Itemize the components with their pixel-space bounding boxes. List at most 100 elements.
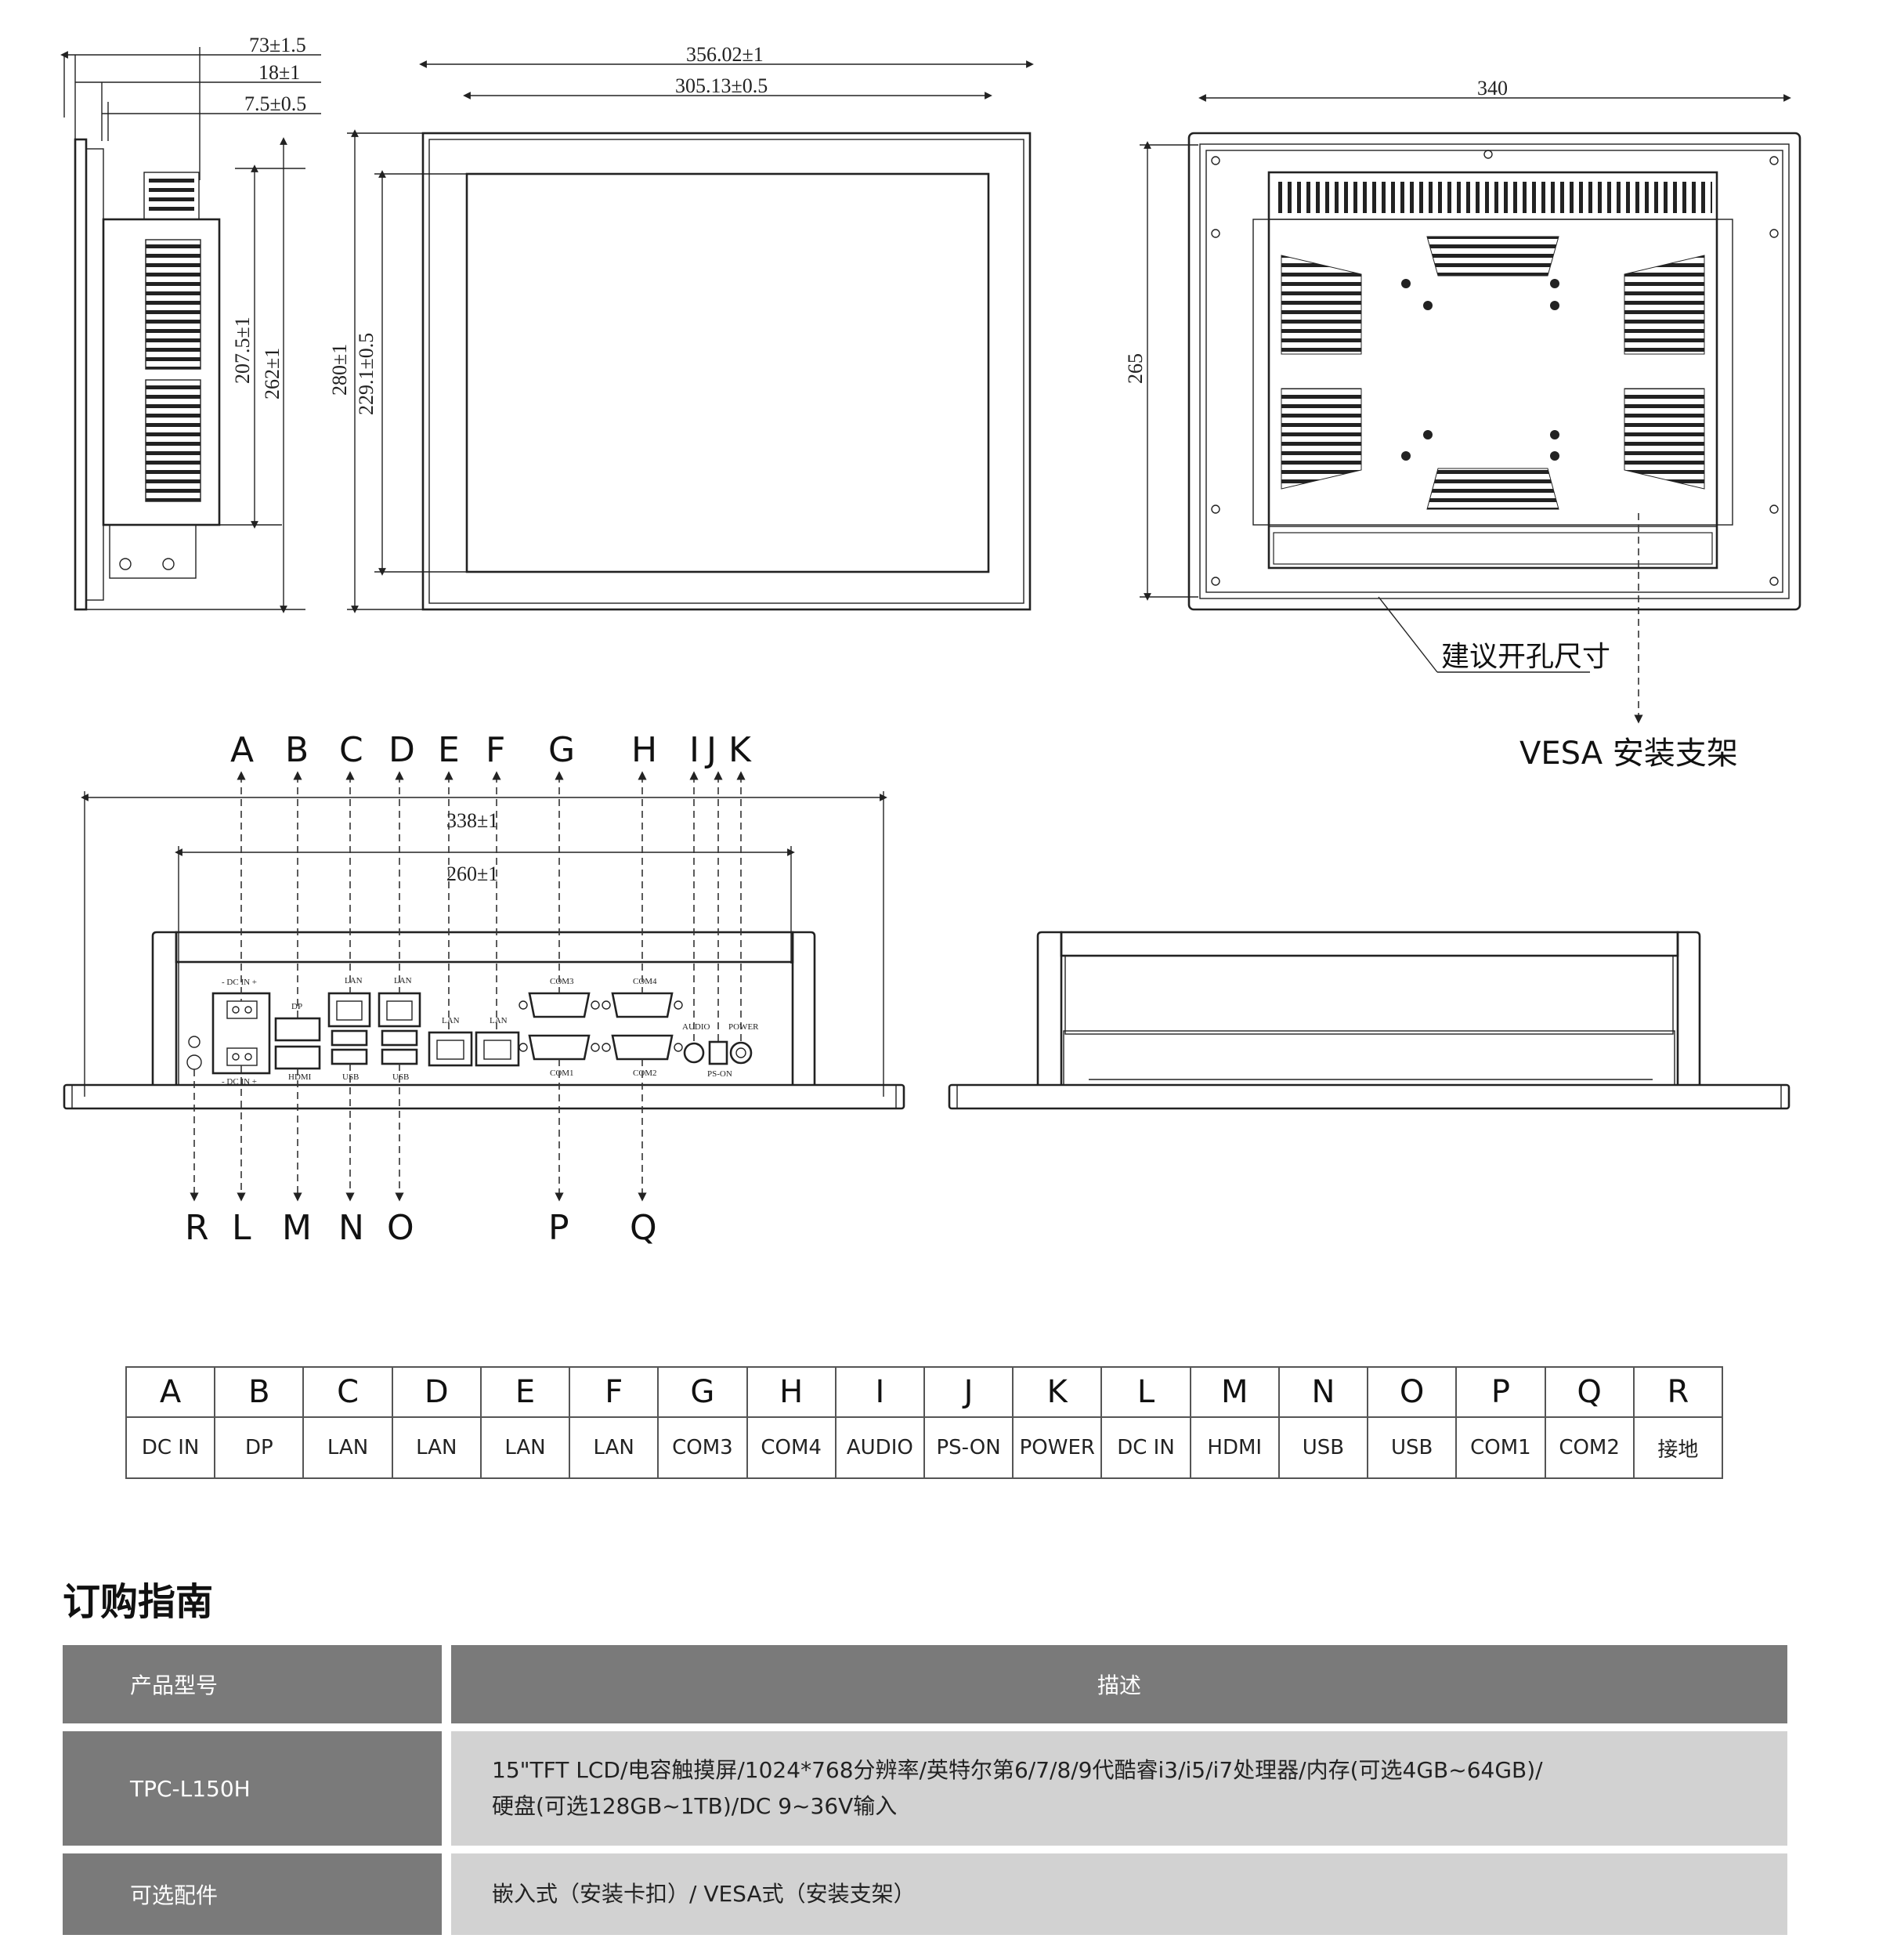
- port-letter: E: [479, 1366, 571, 1418]
- port-letter: C: [302, 1366, 393, 1418]
- port-name: LAN: [479, 1416, 571, 1479]
- side-dim-outer-height: 262±1: [261, 348, 284, 400]
- port-name: COM2: [1544, 1416, 1635, 1479]
- silk-pson: PS-ON: [707, 1069, 732, 1079]
- port-name: PS-ON: [923, 1416, 1014, 1479]
- io-letter: R: [185, 1208, 209, 1248]
- port-letter: P: [1455, 1366, 1546, 1418]
- bottom-view: A B C D E F G H I J K 338±1 260±1 - DC I…: [63, 730, 905, 1248]
- port-letter: N: [1277, 1366, 1369, 1418]
- port-name: LAN: [391, 1416, 482, 1479]
- port-name: COM4: [746, 1416, 837, 1479]
- port-letter: O: [1367, 1366, 1458, 1418]
- port-letter: B: [214, 1366, 305, 1418]
- ordering-header-model-label: 产品型号: [130, 1673, 219, 1698]
- port-name: DP: [214, 1416, 305, 1479]
- ordering-row-desc: 嵌入式（安装卡扣）/ VESA式（安装支架）: [451, 1853, 1787, 1935]
- port-name: COM3: [657, 1416, 748, 1479]
- ordering-model-text: 可选配件: [130, 1882, 219, 1908]
- port-letter: Q: [1544, 1366, 1635, 1418]
- ordering-title: 订购指南: [63, 1580, 214, 1624]
- port-letter: F: [569, 1366, 659, 1418]
- port-name: HDMI: [1189, 1416, 1280, 1479]
- port-letter: A: [125, 1366, 216, 1418]
- top-view: [948, 931, 1790, 1110]
- side-dim-bezel: 7.5±0.5: [244, 92, 306, 115]
- ordering-header-desc: 描述: [451, 1645, 1787, 1723]
- silk-dcin-top: - DC IN +: [222, 978, 257, 987]
- ordering-desc-line: 硬盘(可选128GB~1TB)/DC 9~36V输入: [492, 1793, 898, 1819]
- io-letter: G: [548, 730, 575, 770]
- back-dim-width: 340: [1477, 77, 1508, 99]
- io-letter: N: [338, 1208, 364, 1248]
- io-letter: O: [387, 1208, 414, 1248]
- technical-drawings: 73±1.5 18±1 7.5±0.5 207.5±1 262±1 356.02…: [60, 34, 1801, 1248]
- silk-com1: COM1: [550, 1069, 574, 1078]
- port-name: LAN: [569, 1416, 659, 1479]
- port-name: POWER: [1012, 1416, 1103, 1479]
- ordering-table: 产品型号 描述 TPC-L150H 15"TFT LCD/电容触摸屏/1024*…: [63, 1645, 1787, 1935]
- bottom-dim-total: 338±1: [446, 809, 498, 832]
- silk-lan: LAN: [442, 1016, 460, 1025]
- io-letter: E: [438, 730, 460, 770]
- cutout-note: 建议开孔尺寸: [1441, 641, 1610, 673]
- port-name: COM1: [1455, 1416, 1546, 1479]
- io-letter: L: [232, 1208, 251, 1248]
- port-name: 接地: [1632, 1416, 1724, 1479]
- port-name: LAN: [302, 1416, 393, 1479]
- silk-lan: LAN: [345, 976, 363, 985]
- ordering-row-desc: 15"TFT LCD/电容触摸屏/1024*768分辨率/英特尔第6/7/8/9…: [451, 1731, 1787, 1846]
- io-letter: K: [728, 730, 752, 770]
- port-letter: H: [746, 1366, 837, 1418]
- side-view: 73±1.5 18±1 7.5±0.5 207.5±1 262±1: [60, 34, 321, 613]
- port-letter: I: [834, 1366, 925, 1418]
- ordering-row-model: 可选配件: [63, 1853, 442, 1935]
- io-letter: A: [230, 730, 254, 770]
- io-letter: J: [704, 730, 717, 770]
- ordering-desc-line: 15"TFT LCD/电容触摸屏/1024*768分辨率/英特尔第6/7/8/9…: [492, 1757, 1543, 1783]
- port-letter: D: [391, 1366, 482, 1418]
- front-dim-height: 280±1: [328, 344, 351, 396]
- silk-power: POWER: [728, 1022, 759, 1032]
- side-dim-depth: 73±1.5: [249, 34, 306, 56]
- front-view: 356.02±1 305.13±0.5 280±1 229.1±0.5: [328, 43, 1034, 613]
- silk-com3: COM3: [550, 977, 574, 986]
- io-letter: B: [285, 730, 309, 770]
- io-letter: I: [689, 730, 699, 770]
- ordering-desc-line: 嵌入式（安装卡扣）/ VESA式（安装支架）: [492, 1881, 916, 1907]
- silk-usb: USB: [392, 1072, 409, 1082]
- silk-lan: LAN: [490, 1016, 508, 1025]
- front-dim-display-width: 305.13±0.5: [675, 74, 768, 97]
- io-letter: C: [339, 730, 363, 770]
- io-letter: M: [282, 1208, 312, 1248]
- io-letter: F: [486, 730, 505, 770]
- front-dim-width: 356.02±1: [686, 43, 764, 66]
- port-name: DC IN: [1100, 1416, 1191, 1479]
- io-letter: Q: [630, 1208, 657, 1248]
- silk-dcin-bot: - DC IN +: [222, 1077, 257, 1087]
- port-name-row: DC IN DP LAN LAN LAN LAN COM3 COM4 AUDIO…: [125, 1416, 1724, 1479]
- bottom-dim-io: 260±1: [446, 862, 498, 885]
- port-letter: R: [1632, 1366, 1724, 1418]
- port-letter: L: [1100, 1366, 1191, 1418]
- ordering-row-model: TPC-L150H: [63, 1731, 442, 1846]
- vesa-note: VESA 安装支架: [1519, 736, 1738, 772]
- ordering-header-desc-label: 描述: [1097, 1673, 1141, 1698]
- io-letter: D: [388, 730, 415, 770]
- back-view: 340 265 建议开孔尺寸 VESA 安装支架: [1124, 77, 1801, 772]
- silk-lan: LAN: [394, 976, 412, 985]
- port-letter-row: A B C D E F G H I J K L M N O P Q R: [125, 1366, 1724, 1418]
- port-name: AUDIO: [834, 1416, 925, 1479]
- port-name: USB: [1367, 1416, 1458, 1479]
- silk-com4: COM4: [633, 977, 657, 986]
- port-letter: J: [923, 1366, 1014, 1418]
- io-letter: H: [631, 730, 657, 770]
- silk-hdmi: HDMI: [288, 1072, 312, 1082]
- port-name: USB: [1277, 1416, 1369, 1479]
- back-dim-height: 265: [1124, 353, 1147, 384]
- port-letter: K: [1012, 1366, 1103, 1418]
- silk-dp: DP: [291, 1002, 302, 1011]
- io-letter: P: [548, 1208, 569, 1248]
- silk-com2: COM2: [633, 1069, 657, 1078]
- front-dim-display-height: 229.1±0.5: [355, 333, 378, 415]
